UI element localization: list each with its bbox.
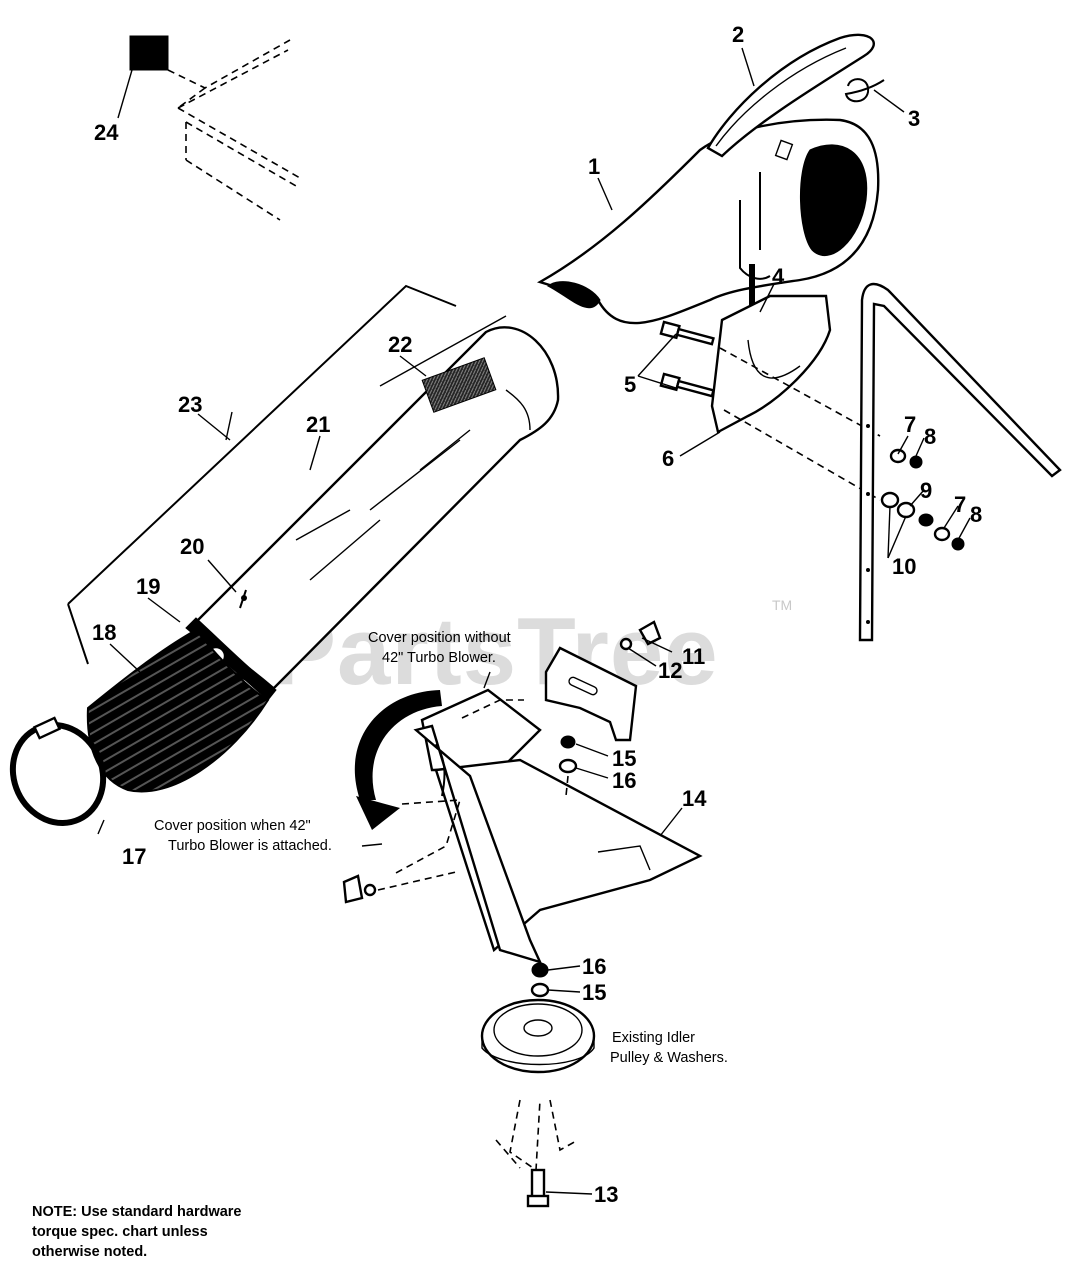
- caption-without-blower-line2: 42" Turbo Blower.: [382, 650, 496, 666]
- part-5-bolts: [659, 320, 715, 398]
- callout-15-upper: 15: [612, 746, 636, 771]
- part-18-flexible-hose: [86, 628, 270, 793]
- callout-22: 22: [388, 332, 412, 357]
- part-24-decal-deck: [129, 35, 301, 221]
- idler-pulley: [480, 998, 596, 1074]
- side-wing-nut: [342, 871, 457, 904]
- callout-2: 2: [732, 22, 744, 47]
- callout-12: 12: [658, 658, 682, 683]
- callout-24: 24: [94, 120, 119, 145]
- callout-6: 6: [662, 446, 674, 471]
- callout-10: 10: [892, 554, 916, 579]
- callout-13: 13: [594, 1182, 618, 1207]
- part-23-assembly-bracket: [67, 284, 457, 665]
- callout-11: 11: [682, 644, 705, 669]
- callout-20: 20: [180, 534, 204, 559]
- caption-idler-line1: Existing Idler: [612, 1030, 695, 1046]
- part-2-handle: [706, 33, 875, 158]
- callout-21: 21: [306, 412, 330, 437]
- callout-9: 9: [920, 478, 932, 503]
- captions: Cover position without 42" Turbo Blower.…: [154, 630, 728, 1066]
- idler-support-bracket: [495, 1099, 579, 1172]
- part-22-decal: [421, 357, 497, 413]
- callout-18: 18: [92, 620, 116, 645]
- callout-14: 14: [682, 786, 707, 811]
- callout-19: 19: [136, 574, 160, 599]
- watermark-trademark: TM: [772, 597, 792, 613]
- callout-8-upper: 8: [924, 424, 936, 449]
- callout-5: 5: [624, 372, 636, 397]
- cover-rotation-arrow: [354, 690, 442, 830]
- part-1-discharge-chute: [536, 118, 880, 325]
- callout-15-lower: 15: [582, 980, 606, 1005]
- part-20-pin: [239, 589, 247, 609]
- leader-lines: [97, 47, 971, 1195]
- callout-1: 1: [588, 154, 600, 179]
- part-3-hairpin-clip: [844, 78, 885, 103]
- callout-numbers: 24 2 3 1 4 5 6 7 8 9 7 8 10 11 12 15 16 …: [92, 22, 982, 1207]
- part-12-hinge-bracket: [544, 646, 638, 742]
- note-line3: otherwise noted.: [32, 1244, 147, 1260]
- callout-8-lower: 8: [970, 502, 982, 527]
- part-6-chute-bracket: [710, 294, 832, 434]
- vehicle-frame-rail: [858, 282, 1062, 642]
- callout-17: 17: [122, 844, 146, 869]
- caption-with-blower-line1: Cover position when 42": [154, 818, 311, 834]
- caption-with-blower-line2: Turbo Blower is attached.: [168, 838, 332, 854]
- callout-16-upper: 16: [612, 768, 636, 793]
- callout-7-upper: 7: [904, 412, 916, 437]
- lower-nut-washer: [530, 962, 550, 998]
- note-line1: NOTE: Use standard hardware: [32, 1204, 242, 1220]
- caption-idler-line2: Pulley & Washers.: [610, 1050, 728, 1066]
- part-17-hose-clamp: [9, 716, 107, 826]
- torque-note: NOTE: Use standard hardware torque spec.…: [32, 1204, 242, 1260]
- callout-7-lower: 7: [954, 492, 966, 517]
- part-13-bolt: [526, 1168, 550, 1208]
- upper-nut-washer: [558, 735, 578, 797]
- caption-without-blower-line1: Cover position without: [368, 630, 511, 646]
- note-line2: torque spec. chart unless: [32, 1224, 208, 1240]
- callout-3: 3: [908, 106, 920, 131]
- callout-16-lower: 16: [582, 954, 606, 979]
- callout-23: 23: [178, 392, 202, 417]
- callout-4: 4: [772, 264, 785, 289]
- part-14-cover-plate: [393, 688, 703, 964]
